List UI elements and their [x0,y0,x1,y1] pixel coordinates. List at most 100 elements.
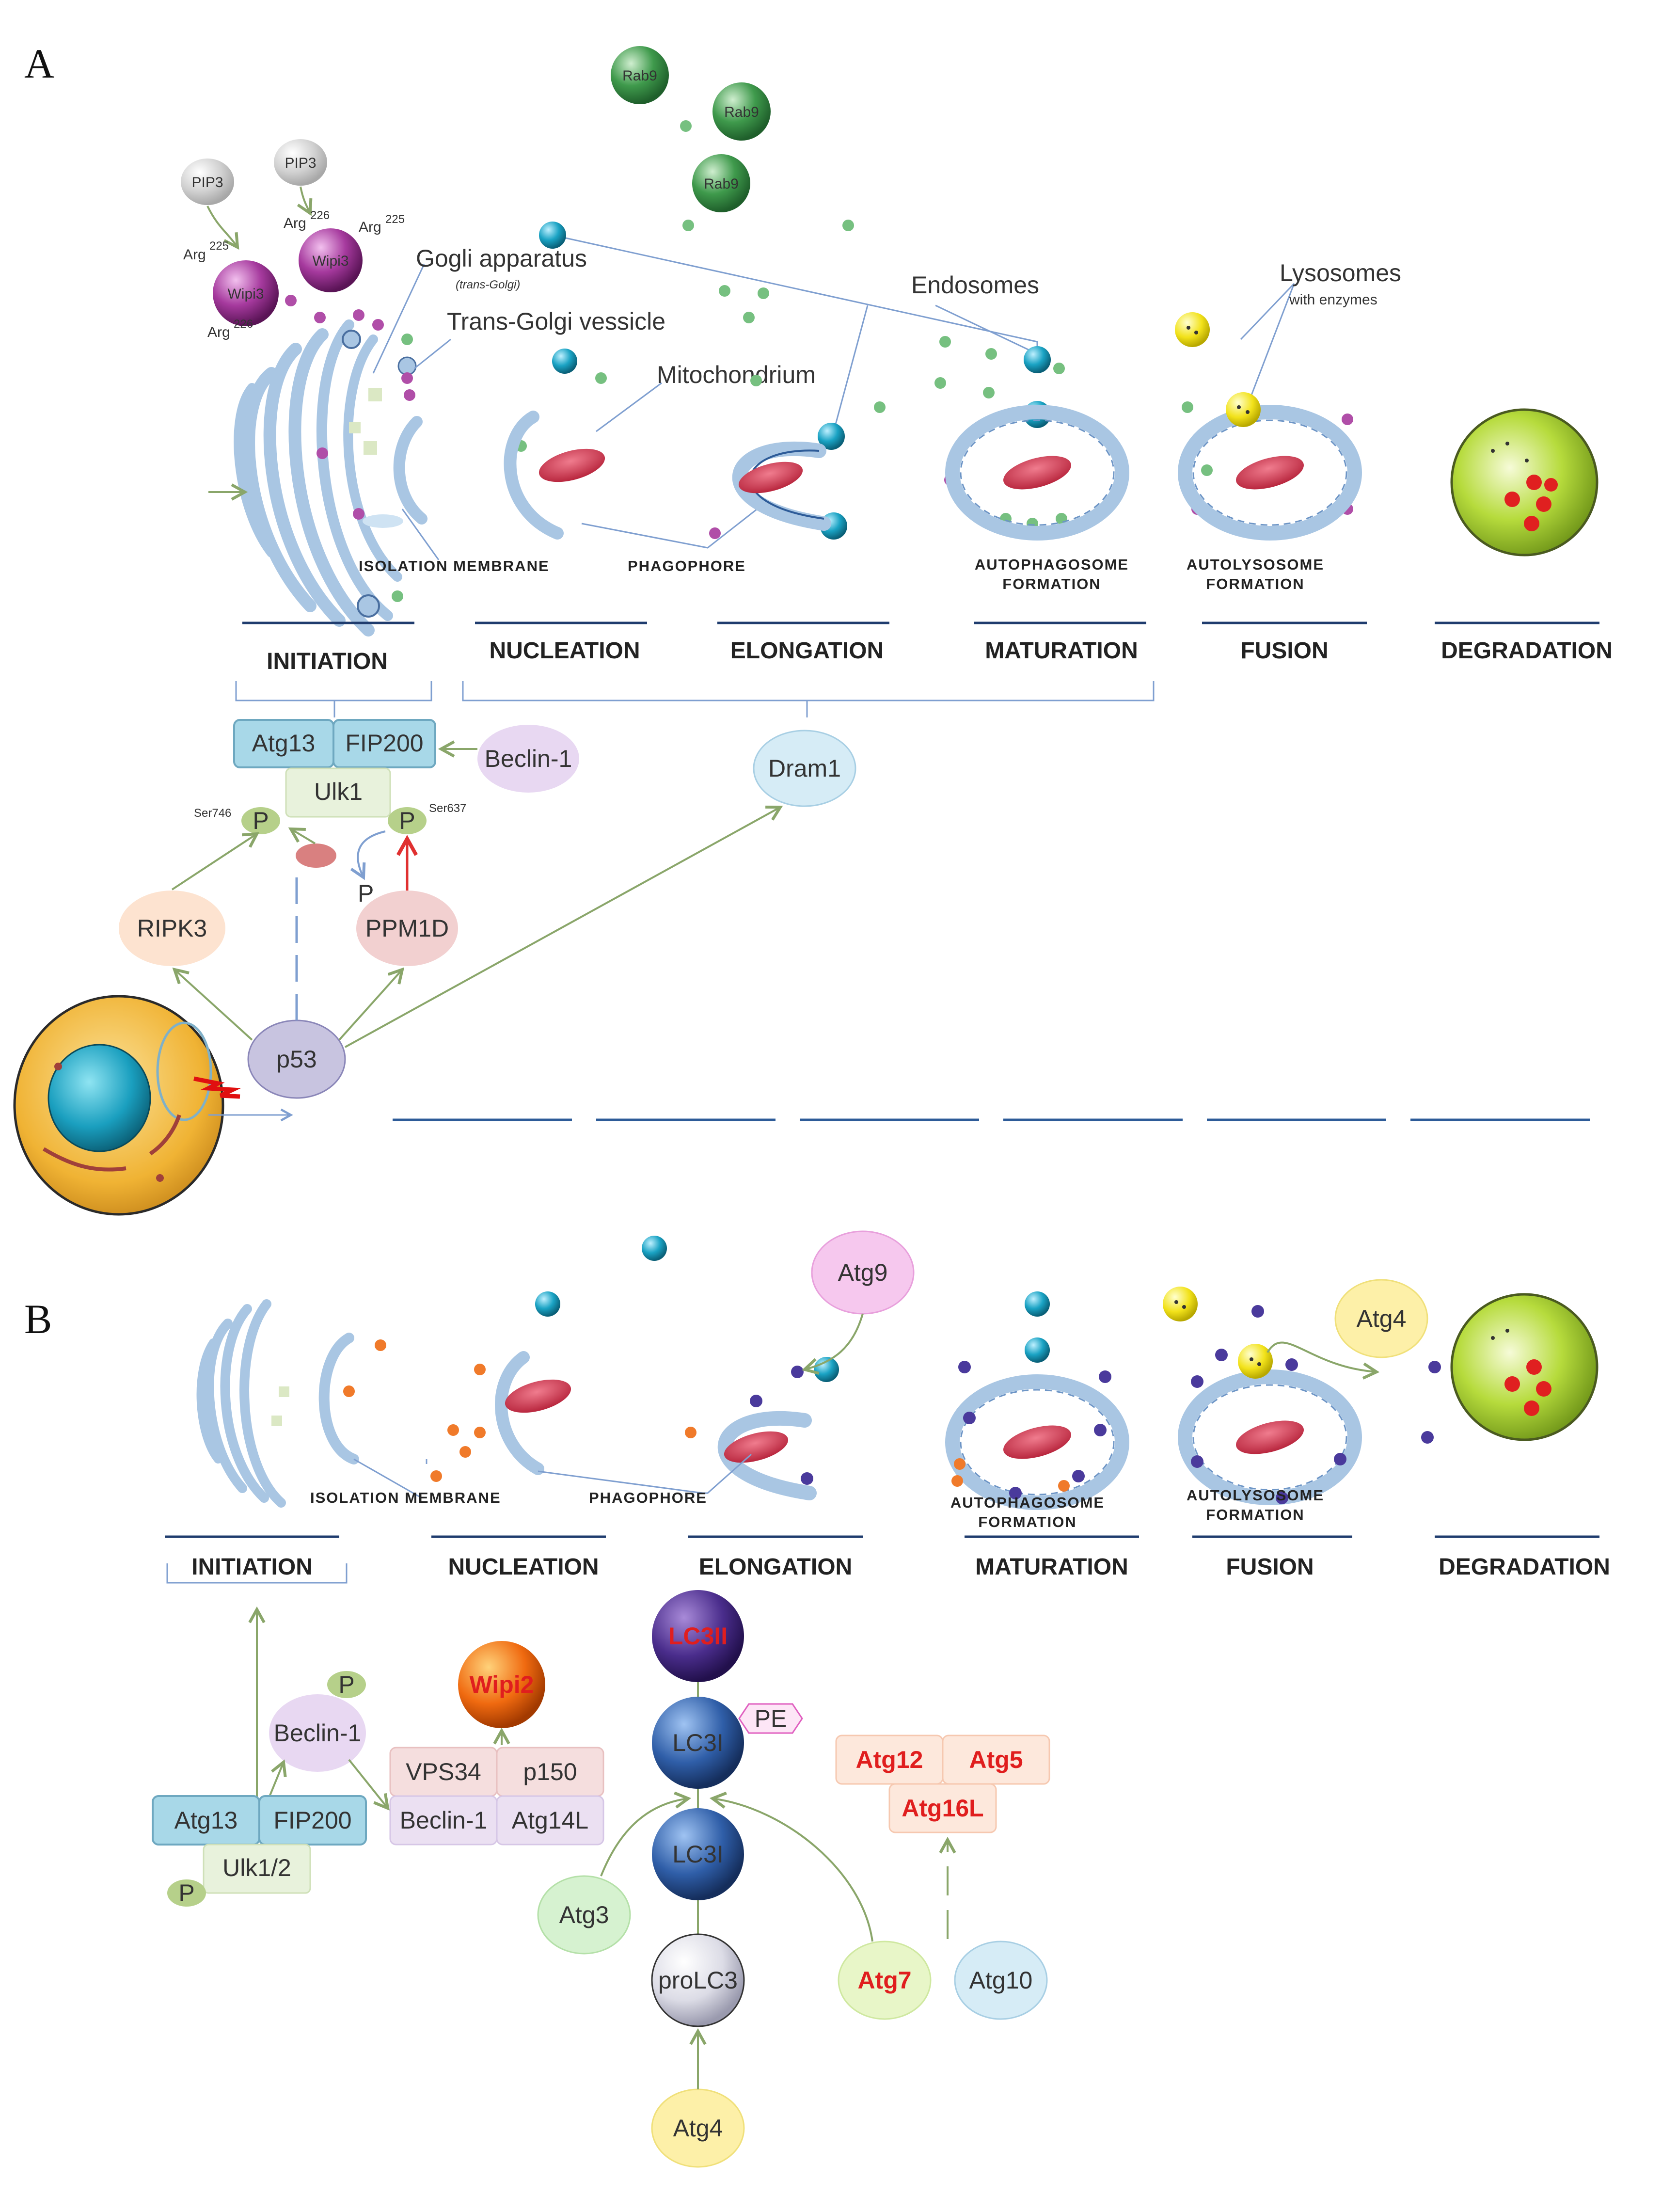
beclin1-b: Beclin-1 [269,1694,366,1772]
svg-text:p53: p53 [276,1046,317,1073]
brace-initiation-b [166,1563,348,1584]
phospho-ulk-b: P [167,1879,206,1907]
svg-text:Ulk1: Ulk1 [314,778,363,805]
p53-to-ripk3-arrow [174,970,253,1041]
ripk3-a: RIPK3 [119,891,225,966]
svg-text:PPM1D: PPM1D [365,915,449,942]
autolysosome-a [1178,405,1362,541]
autophagosome-label-a1: AUTOPHAGOSOME [975,556,1129,573]
nucleation-membrane [504,411,564,540]
svg-text:Atg14L: Atg14L [512,1807,588,1834]
mitochondrion-elongation-b [724,1431,789,1463]
svg-text:Atg13: Atg13 [174,1807,238,1834]
ulk1-box-a: Ulk1 [285,767,391,818]
lysosome-b2 [1238,1344,1273,1379]
stage-a-elongation: ELONGATION [730,638,884,664]
stage-b-degradation: DEGRADATION [1439,1554,1610,1580]
atg13-box-a: Atg13 [233,719,334,768]
mitochondrion-elongation [738,461,803,493]
ser746-label: Ser746 [194,807,231,820]
atg13-box-b: Atg13 [152,1795,260,1846]
autolysosome-label-b2: FORMATION [1206,1506,1304,1523]
ser637-label: Ser637 [429,802,466,815]
rab9-1: Rab9 [611,46,669,104]
svg-text:PE: PE [755,1705,787,1732]
p53-to-dram1-arrow [345,807,780,1048]
golgi-b [196,1299,359,1508]
autophagosome-label-b2: FORMATION [978,1513,1076,1530]
svg-text:Atg12: Atg12 [856,1746,923,1773]
svg-text:proLC3: proLC3 [658,1967,738,1994]
phagophore-label-b: PHAGOPHORE [589,1489,707,1506]
phospho-left-a: P [241,807,280,834]
lysosome-a1 [1175,312,1210,347]
svg-text:P: P [178,1879,194,1907]
svg-text:LC3I: LC3I [672,1841,724,1868]
ppm1d-a: PPM1D [356,891,458,966]
svg-text:RIPK3: RIPK3 [137,915,207,942]
stage-a-initiation: INITIATION [267,649,388,674]
autophagosome-a [945,405,1129,541]
atg4-bottom-b: Atg4 [651,2088,745,2168]
violet-vesicles-b [750,1305,1441,1504]
atg4-top-b: Atg4 [1334,1279,1428,1358]
svg-text:Atg10: Atg10 [969,1967,1033,1994]
phagophore-b [717,1411,817,1500]
isolation-membrane-label-b: ISOLATION MEMBRANE [310,1489,501,1506]
phagophore-a [732,441,831,531]
svg-text:225: 225 [385,213,405,226]
wipi3-a: Wipi3 [213,260,279,326]
svg-text:Arg: Arg [207,324,230,340]
svg-text:Rab9: Rab9 [724,104,759,120]
vps34-box-b: VPS34 [389,1747,498,1797]
beclin1-complex-box-b: Beclin-1 [389,1795,498,1846]
stage-a-degradation: DEGRADATION [1441,638,1613,664]
lc3ii-b: LC3II [652,1590,744,1682]
svg-text:Beclin-1: Beclin-1 [274,1719,362,1747]
phospho-beclin-b: P [327,1671,366,1698]
lysosomes-sublabel: with enzymes [1289,292,1377,308]
stage-a-maturation: MATURATION [985,638,1138,664]
svg-text:226: 226 [310,209,330,222]
svg-text:Arg: Arg [359,219,381,235]
svg-text:225: 225 [209,239,229,253]
degradation-body-b [1450,1293,1599,1441]
mitochondrium-label: Mitochondrium [657,361,816,388]
svg-text:P: P [338,1671,354,1698]
cell-illustration [13,995,241,1216]
panel-a-label: A [24,40,54,87]
svg-text:FIP200: FIP200 [345,730,423,757]
golgi-label: Gogli apparatus [416,245,587,272]
autolysosome-label-a1: AUTOLYSOSOME [1187,556,1324,573]
atg3-arrow [600,1798,688,1877]
svg-text:Atg5: Atg5 [969,1746,1023,1773]
panel-b-label: B [24,1296,52,1342]
phagophore-label-a: PHAGOPHORE [628,557,746,574]
svg-text:Atg13: Atg13 [252,730,316,757]
lc3i-top-b: LC3I [652,1697,744,1789]
svg-text:Atg4: Atg4 [1357,1305,1407,1332]
svg-text:P: P [253,807,269,834]
stage-b-maturation: MATURATION [975,1554,1128,1580]
svg-text:Atg16L: Atg16L [902,1795,983,1822]
svg-text:Atg7: Atg7 [857,1967,911,1994]
autolysosome-label-a2: FORMATION [1206,575,1304,592]
atg16l-box-b: Atg16L [888,1783,997,1833]
svg-text:Rab9: Rab9 [622,68,657,84]
svg-text:Beclin-1: Beclin-1 [400,1807,488,1834]
wipi3-b: Wipi3 [299,228,363,292]
pip3-a-arrow [206,206,237,247]
svg-text:FIP200: FIP200 [273,1807,351,1834]
svg-text:Arg: Arg [183,247,206,263]
p150-box-b: p150 [496,1747,604,1797]
p53-to-ppm1d-arrow [338,970,402,1041]
rab9-3: Rab9 [692,154,750,212]
atg9-arrow [805,1313,864,1369]
b-connector-phagophore [538,1453,752,1494]
svg-text:Atg4: Atg4 [673,2115,723,2142]
